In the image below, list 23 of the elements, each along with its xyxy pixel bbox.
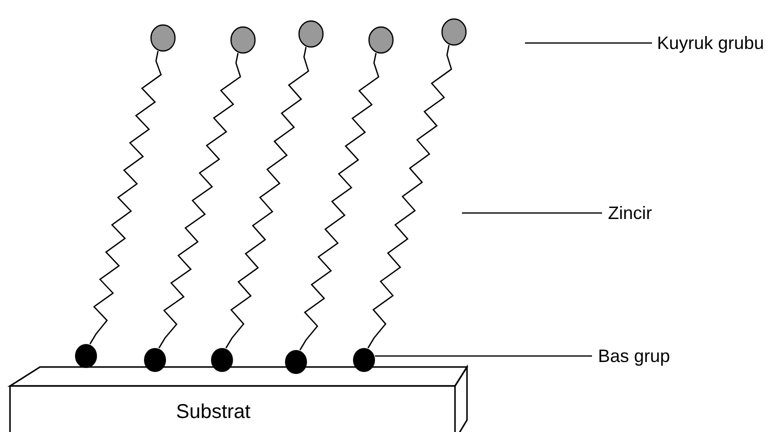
part-label: Zincir	[608, 203, 652, 223]
tail-group-circle	[230, 26, 256, 54]
zigzag-chain	[225, 46, 310, 348]
head-group-dot	[75, 344, 97, 368]
zigzag-chain	[299, 52, 380, 350]
substrate-slab	[7, 364, 468, 432]
tail-group-circle	[150, 24, 176, 52]
tail-group-circle	[298, 20, 324, 48]
leader-line	[462, 212, 602, 214]
head-group-dot	[285, 350, 307, 374]
substrate-label: Substrat	[176, 402, 250, 422]
zigzag-chain	[89, 50, 162, 344]
part-label: Kuyruk grubu	[657, 33, 764, 53]
zigzag-chain	[367, 44, 452, 348]
tail-group-circle	[368, 26, 394, 54]
tail-group-circle	[441, 18, 467, 46]
leader-line	[525, 42, 652, 44]
head-group-dot	[144, 348, 166, 372]
zigzag-chain	[158, 52, 242, 348]
leader-line	[375, 355, 592, 357]
head-group-dot	[211, 348, 233, 372]
head-group-dot	[353, 348, 375, 372]
part-label: Bas grup	[598, 346, 670, 366]
